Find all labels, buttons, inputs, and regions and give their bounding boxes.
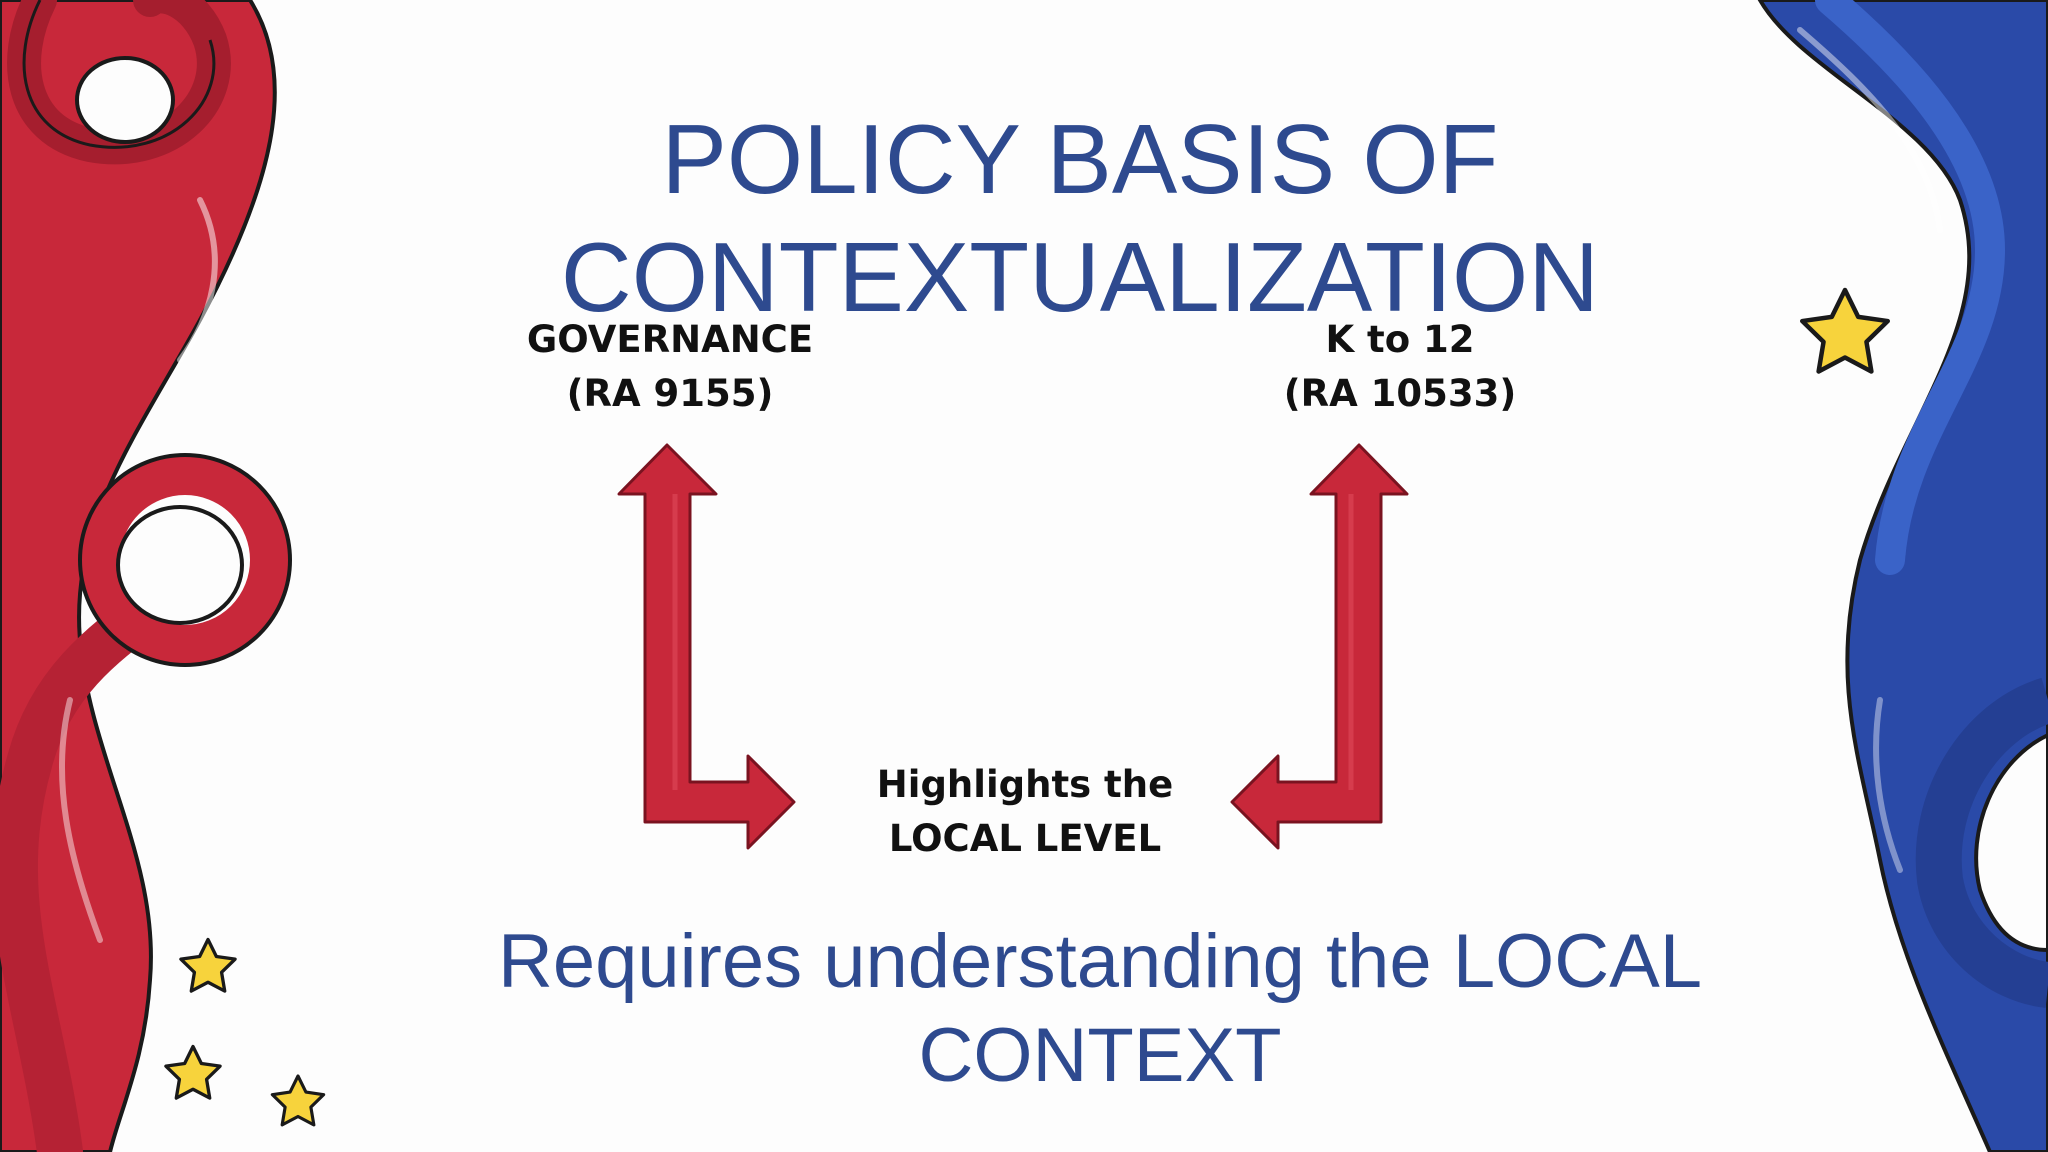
up-left-arrow-icon: [1230, 443, 1409, 850]
governance-label: GOVERNANCE (RA 9155): [520, 313, 820, 421]
local-level-label: Highlights the LOCAL LEVEL: [855, 758, 1195, 866]
star-icon: [164, 1044, 222, 1100]
k12-label-line-1: K to 12: [1325, 318, 1475, 361]
k12-label: K to 12 (RA 10533): [1250, 313, 1550, 421]
footer-statement-line-2: CONTEXT: [918, 1013, 1282, 1098]
star-icon: [1800, 287, 1890, 374]
footer-statement-line-1: Requires understanding the LOCAL: [497, 919, 1703, 1004]
red-ribbon-decoration: [0, 0, 292, 1152]
slide-title-line-2: CONTEXTUALIZATION: [560, 222, 1600, 332]
star-icon: [179, 937, 237, 993]
local-level-label-line-2: LOCAL LEVEL: [888, 817, 1162, 860]
local-level-label-line-1: Highlights the: [876, 763, 1174, 806]
up-right-arrow-icon: [617, 443, 796, 850]
k12-label-line-2: (RA 10533): [1283, 372, 1517, 415]
star-icon: [270, 1074, 326, 1127]
governance-label-line-1: GOVERNANCE: [526, 318, 814, 361]
blue-ribbon-decoration: [1757, 0, 2048, 1152]
slide-title-line-1: POLICY BASIS OF: [661, 104, 1499, 214]
slide-title: POLICY BASIS OF CONTEXTUALIZATION: [380, 100, 1780, 336]
footer-statement: Requires understanding the LOCAL CONTEXT: [380, 915, 1820, 1103]
governance-label-line-2: (RA 9155): [566, 372, 774, 415]
